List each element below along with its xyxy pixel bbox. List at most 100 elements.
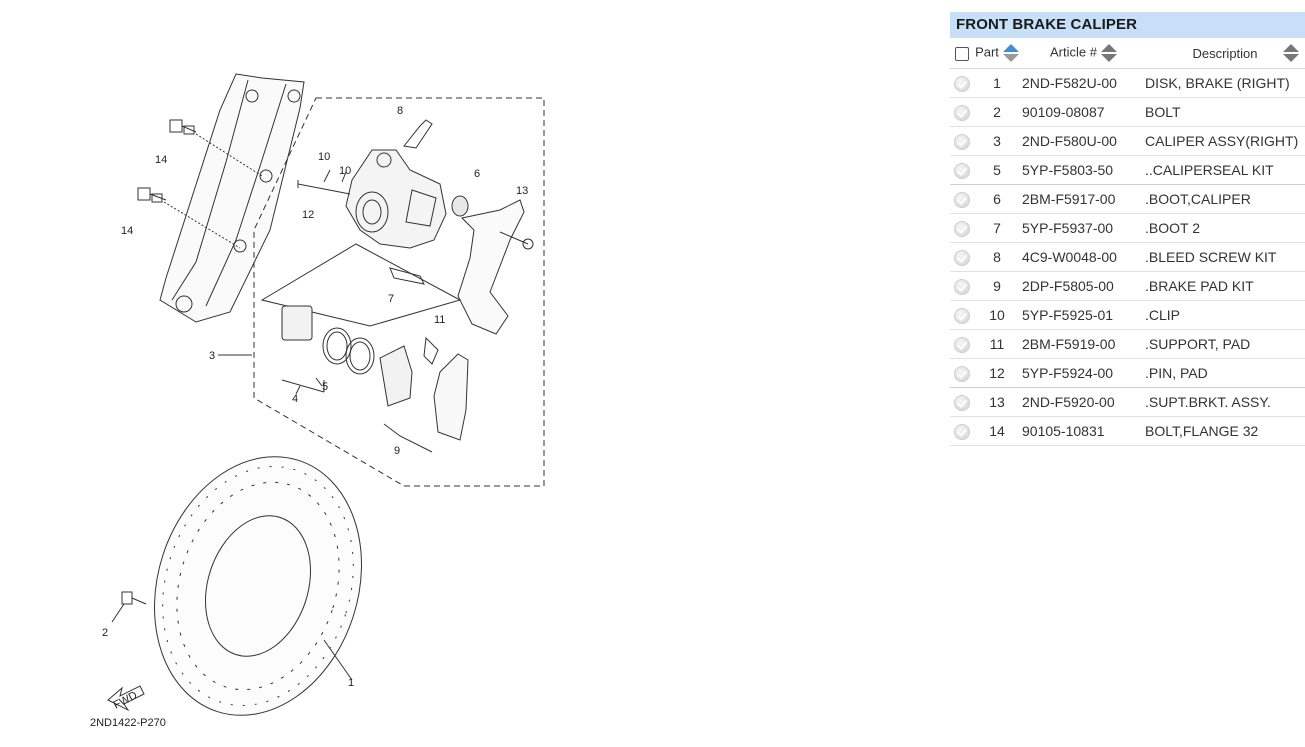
sort-icon[interactable] (1100, 44, 1117, 62)
part-number-cell: 11 (974, 329, 1020, 359)
part-number-cell: 1 (974, 68, 1020, 98)
article-number-cell: 4C9-W0048-00 (1020, 242, 1145, 272)
callout-11: 11 (434, 314, 445, 326)
article-number-cell: 5YP-F5925-01 (1020, 300, 1145, 330)
description-header-label: Description (1192, 45, 1258, 61)
brake-disc (154, 456, 362, 716)
callout-12: 12 (302, 209, 314, 221)
row-select-cell (950, 126, 974, 156)
description-column-header[interactable]: Description (1145, 38, 1305, 69)
row-select-cell (950, 68, 974, 98)
row-select-cell (950, 213, 974, 243)
panel-title: FRONT BRAKE CALIPER (950, 12, 1305, 38)
article-number-cell: 5YP-F5924-00 (1020, 358, 1145, 388)
checkmark-icon[interactable] (954, 336, 970, 353)
callout-8: 8 (397, 105, 403, 117)
checkmark-icon[interactable] (954, 104, 970, 121)
sort-icon[interactable] (1002, 44, 1019, 62)
select-all-checkbox[interactable] (955, 46, 969, 61)
callout-10a: 10 (318, 151, 330, 163)
description-cell: .CLIP (1145, 300, 1305, 330)
checkmark-icon[interactable] (954, 75, 970, 92)
checkmark-icon[interactable] (954, 191, 970, 208)
description-cell: .SUPT.BRKT. ASSY. (1145, 387, 1305, 417)
checkmark-icon[interactable] (954, 365, 970, 382)
description-cell: .BRAKE PAD KIT (1145, 271, 1305, 301)
description-cell: CALIPER ASSY(RIGHT) (1145, 126, 1305, 156)
row-select-cell (950, 184, 974, 214)
description-cell: .BOOT 2 (1145, 213, 1305, 243)
checkmark-icon[interactable] (954, 249, 970, 266)
part-column-header[interactable]: Part (974, 38, 1020, 69)
part-number-cell: 7 (974, 213, 1020, 243)
callout-10b: 10 (339, 165, 351, 177)
article-number-cell: 2BM-F5917-00 (1020, 184, 1145, 214)
checkmark-icon[interactable] (954, 423, 970, 440)
part-number-cell: 14 (974, 416, 1020, 446)
part-number-cell: 12 (974, 358, 1020, 388)
callout-6: 6 (474, 168, 480, 180)
callout-1: 1 (348, 677, 354, 689)
bolt-14-lower (137, 187, 167, 203)
callout-7: 7 (388, 293, 394, 305)
diagram-svg: 1 2 3 4 5 6 7 8 9 10 10 11 12 13 14 14 F… (90, 73, 545, 729)
callout-5: 5 (322, 381, 328, 393)
row-select-cell (950, 271, 974, 301)
row-select-cell (950, 329, 974, 359)
row-select-cell (950, 97, 974, 127)
callout-4: 4 (292, 393, 298, 405)
checkmark-icon[interactable] (954, 133, 970, 150)
description-cell: .PIN, PAD (1145, 358, 1305, 388)
checkmark-icon[interactable] (954, 220, 970, 237)
sort-icon[interactable] (1283, 44, 1299, 62)
description-cell: .BOOT,CALIPER (1145, 184, 1305, 214)
callout-13: 13 (516, 185, 528, 197)
callout-9: 9 (394, 445, 400, 457)
description-cell: .SUPPORT, PAD (1145, 329, 1305, 359)
article-column-header[interactable]: Article # (1020, 38, 1145, 69)
part-number-cell: 10 (974, 300, 1020, 330)
part-number-cell: 3 (974, 126, 1020, 156)
row-select-cell (950, 358, 974, 388)
article-number-cell: 5YP-F5937-00 (1020, 213, 1145, 243)
article-number-cell: 5YP-F5803-50 (1020, 155, 1145, 185)
row-select-cell (950, 300, 974, 330)
checkmark-icon[interactable] (954, 307, 970, 324)
part-number-cell: 9 (974, 271, 1020, 301)
description-cell: .BLEED SCREW KIT (1145, 242, 1305, 272)
row-select-cell (950, 416, 974, 446)
part-number-cell: 6 (974, 184, 1020, 214)
callout-2: 2 (102, 627, 108, 639)
row-select-cell (950, 387, 974, 417)
checkmark-icon[interactable] (954, 278, 970, 295)
part-number-cell: 2 (974, 97, 1020, 127)
description-cell: DISK, BRAKE (RIGHT) (1145, 68, 1305, 98)
description-cell: BOLT (1145, 97, 1305, 127)
article-number-cell: 2DP-F5805-00 (1020, 271, 1145, 301)
diagram-code-label: 2ND1422-P270 (90, 717, 166, 729)
parts-list-panel: FRONT BRAKE CALIPER Part Article # Descr… (950, 12, 1305, 446)
part-number-cell: 5 (974, 155, 1020, 185)
row-select-cell (950, 155, 974, 185)
article-number-cell: 2BM-F5919-00 (1020, 329, 1145, 359)
checkmark-icon[interactable] (954, 394, 970, 411)
callout-3: 3 (209, 350, 215, 362)
article-number-cell: 90105-10831 (1020, 416, 1145, 446)
callout-14a: 14 (155, 154, 167, 166)
part-header-label: Part (975, 44, 999, 60)
checkmark-icon[interactable] (954, 162, 970, 179)
